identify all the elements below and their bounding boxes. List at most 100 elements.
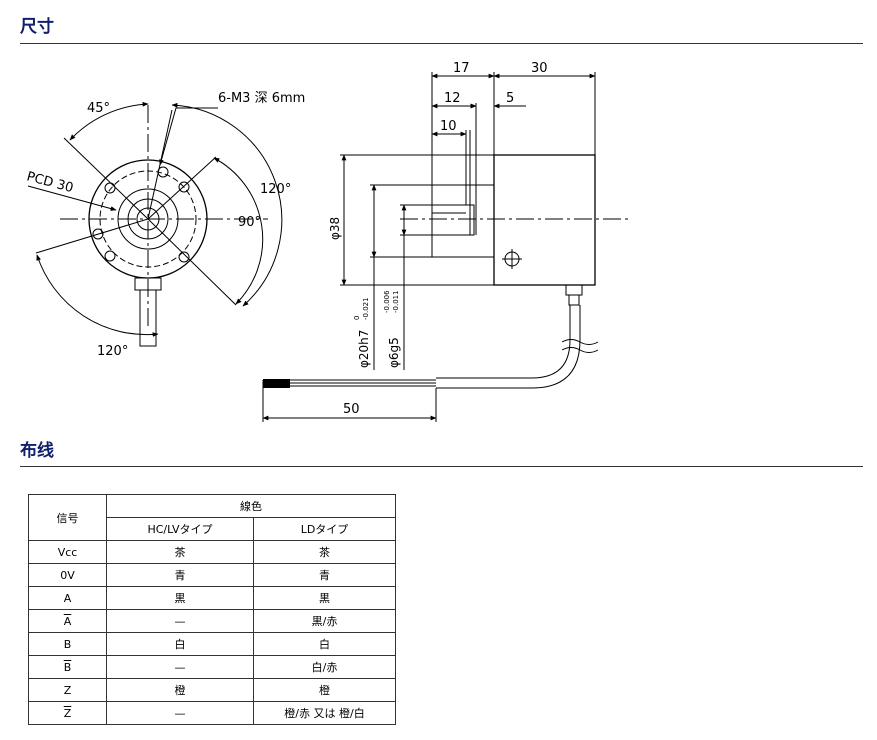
hc-color-cell-text: 黒 [174, 592, 186, 605]
ld-color-cell-text: 茶 [319, 546, 330, 559]
dim-10-label: 10 [440, 119, 457, 134]
dia-6-label: φ6g5 [387, 337, 401, 368]
front-cable [139, 289, 157, 347]
signal-cell-text: A [63, 614, 72, 628]
signal-cell: Z [28, 678, 107, 702]
header-wire-color: 線色 [106, 494, 396, 518]
table-row: A — 黒/赤 [28, 609, 396, 633]
arc-120-bottom [36, 254, 159, 337]
dim-17-label: 17 [453, 61, 470, 76]
dia-20-tol-lower: -0.021 [362, 297, 370, 320]
screw-note-label: 6-M3 深 6mm [218, 91, 305, 106]
angle-45-label: 45° [87, 101, 110, 116]
hc-color-cell-text: — [174, 614, 186, 628]
header-signal: 信号 [28, 494, 107, 541]
wiring-title: 布线 [20, 441, 54, 461]
table-row: Z — 橙/赤 又は 橙/白 [28, 701, 396, 725]
hc-color-cell: 青 [106, 563, 254, 587]
ld-color-cell: 白/赤 [253, 655, 396, 679]
table-row: 0V 青 青 [28, 563, 396, 587]
side-shaft [431, 204, 475, 236]
signal-cell: B [28, 655, 107, 679]
shaft-circle [136, 207, 160, 231]
header-hc-lv-type: HC/LVタイプ [106, 517, 254, 541]
angle-120-bottom-label: 120° [97, 344, 128, 359]
dim-12-label: 12 [444, 91, 461, 106]
signal-cell-text: 0V [60, 568, 75, 582]
dia-20-label: φ20h7 [357, 330, 371, 368]
hc-color-cell: — [106, 655, 254, 679]
hc-color-cell: 茶 [106, 540, 254, 564]
header-ld-type: LDタイプ [253, 517, 396, 541]
signal-cell: A [28, 586, 107, 610]
boss-inner-circle [127, 198, 169, 240]
ld-color-cell-text: 橙/赤 又は 橙/白 [284, 707, 365, 720]
signal-cell-text: Z [63, 706, 72, 720]
signal-cell-text: B [63, 660, 72, 674]
ld-color-cell: 黒/赤 [253, 609, 396, 633]
ld-color-cell: 橙 [253, 678, 396, 702]
dimensions-title: 尺寸 [20, 17, 54, 37]
arc-45 [69, 101, 149, 141]
table-row: Vcc 茶 茶 [28, 540, 396, 564]
signal-cell: Vcc [28, 540, 107, 564]
wiring-table: 信号 線色 HC/LVタイプ LDタイプ Vcc 茶 茶 0V 青 青 A 黒 黒 A — 黒/赤 B 白… [28, 494, 396, 725]
screw-leader [159, 107, 218, 166]
dim-30-label: 30 [531, 61, 548, 76]
signal-cell: A [28, 609, 107, 633]
hc-color-cell: 橙 [106, 678, 254, 702]
ld-color-cell-text: 黒 [319, 592, 330, 605]
hc-color-cell-text: 青 [174, 569, 186, 582]
ld-color-cell: 黒 [253, 586, 396, 610]
wiring-table-body: Vcc 茶 茶 0V 青 青 A 黒 黒 A — 黒/赤 B 白 白 B — 白/赤 Z 橙 橙 Z — 橙/赤 又は 橙/白 [28, 540, 396, 725]
hc-color-cell: — [106, 609, 254, 633]
wiring-divider [20, 466, 863, 467]
dim-50-label: 50 [343, 402, 360, 417]
hc-color-cell-text: 茶 [174, 546, 186, 559]
side-cable-outer [436, 305, 571, 379]
signal-cell: 0V [28, 563, 107, 587]
signal-cell: B [28, 632, 107, 656]
side-cable-gland [565, 284, 583, 296]
dimensions-divider [20, 43, 863, 44]
ld-color-cell-text: 橙 [319, 684, 330, 697]
dimension-drawing: 45° 6-M3 深 6mm PCD 30 120° 90° 120° [25, 61, 630, 422]
signal-cell-text: Z [63, 683, 72, 697]
side-view [262, 72, 630, 422]
ld-color-cell-text: 白/赤 [311, 661, 338, 674]
signal-cell: Z [28, 701, 107, 725]
dia-38-label: φ38 [328, 217, 342, 240]
dia-6-tol-upper: -0.006 [383, 290, 391, 313]
dim-5-label: 5 [506, 91, 514, 106]
angle-120-right-label: 120° [260, 182, 291, 197]
arc-120-right [171, 102, 283, 307]
signal-cell-text: Vcc [57, 545, 78, 559]
front-view [27, 101, 283, 347]
arc-90 [213, 157, 264, 305]
hc-color-cell-text: — [174, 660, 186, 674]
hc-color-cell-text: — [174, 706, 186, 720]
table-row: B — 白/赤 [28, 655, 396, 679]
dia-6-tol-lower: -0.011 [392, 290, 400, 313]
hc-color-cell: 黒 [106, 586, 254, 610]
hc-color-cell: — [106, 701, 254, 725]
signal-cell-text: A [63, 591, 72, 605]
ld-color-cell: 橙/赤 又は 橙/白 [253, 701, 396, 725]
ld-color-cell: 白 [253, 632, 396, 656]
ld-color-cell-text: 黒/赤 [311, 615, 338, 628]
wire-ends [263, 379, 290, 388]
side-boss [431, 184, 495, 258]
ld-color-cell: 茶 [253, 540, 396, 564]
hc-color-cell-text: 白 [174, 638, 186, 651]
dia-20-tol-upper: 0 [353, 316, 361, 320]
ld-color-cell-text: 白 [319, 638, 330, 651]
angle-90-label: 90° [238, 215, 261, 230]
hc-color-cell: 白 [106, 632, 254, 656]
signal-cell-text: B [63, 637, 72, 651]
ld-color-cell: 青 [253, 563, 396, 587]
ld-color-cell-text: 青 [319, 569, 330, 582]
hc-color-cell-text: 橙 [174, 684, 186, 697]
